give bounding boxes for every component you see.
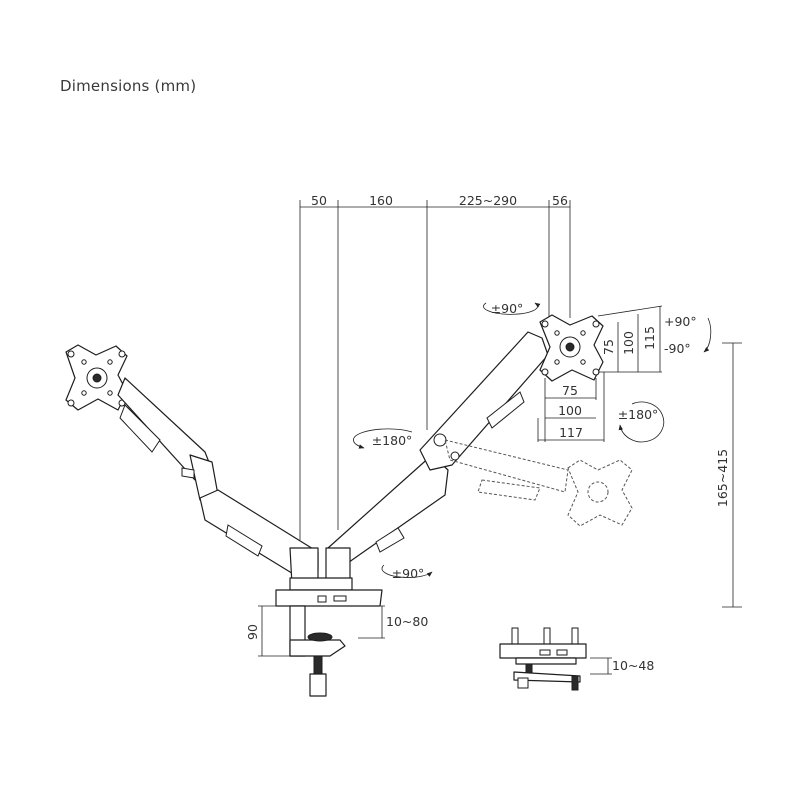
dim-50: 50: [311, 193, 327, 208]
dim-desk-grommet: 10~48: [612, 658, 654, 673]
right-lower-arm: [325, 454, 449, 586]
vesa-h-75: 75: [562, 383, 578, 398]
right-vesa-plate: [539, 314, 604, 382]
grommet-mount: [499, 627, 587, 691]
arm-swivel-label: ±180°: [372, 433, 413, 448]
rotation-arrow-icon: [618, 401, 665, 443]
vesa-v-115: 115: [642, 326, 657, 350]
left-vesa-plate: [65, 344, 128, 411]
vesa-h-117: 117: [559, 425, 583, 440]
tilt-up-label: +90°: [664, 314, 697, 329]
rotation-arrow-icon: [703, 317, 712, 353]
dim-56: 56: [552, 193, 568, 208]
rotation-arrow-icon: [381, 564, 433, 578]
rotation-arrow-icon: [353, 428, 413, 449]
grommet-dimension-lines: [590, 657, 612, 675]
vesa-v-100: 100: [621, 331, 636, 355]
vesa-horizontal-dims: [537, 372, 605, 442]
rotation-arrow-icon: [483, 302, 541, 315]
top-dimension-lines: [299, 200, 571, 540]
left-upper-arm: [117, 377, 219, 501]
dim-desk-clamp: 10~80: [386, 614, 428, 629]
tilt-down-label: -90°: [664, 341, 691, 356]
pole-base: [275, 577, 383, 697]
vesa-vertical-dims: [597, 305, 663, 373]
rotate-head-label: ±180°: [618, 407, 659, 422]
vesa-v-75: 75: [601, 339, 616, 355]
dim-height-range: 165~415: [715, 449, 730, 507]
base-swivel-label: ±90°: [392, 566, 425, 581]
dim-160: 160: [369, 193, 393, 208]
vesa-h-100: 100: [558, 403, 582, 418]
swivel-head-label: ±90°: [491, 301, 524, 316]
ghost-lowered-position: [444, 439, 633, 527]
diagram-title: Dimensions (mm): [60, 77, 197, 95]
dim-clamp-height: 90: [245, 624, 260, 640]
dim-225-290: 225~290: [459, 193, 517, 208]
height-dimension-line: [722, 342, 742, 608]
clamp-dimension-lines: [258, 605, 385, 657]
